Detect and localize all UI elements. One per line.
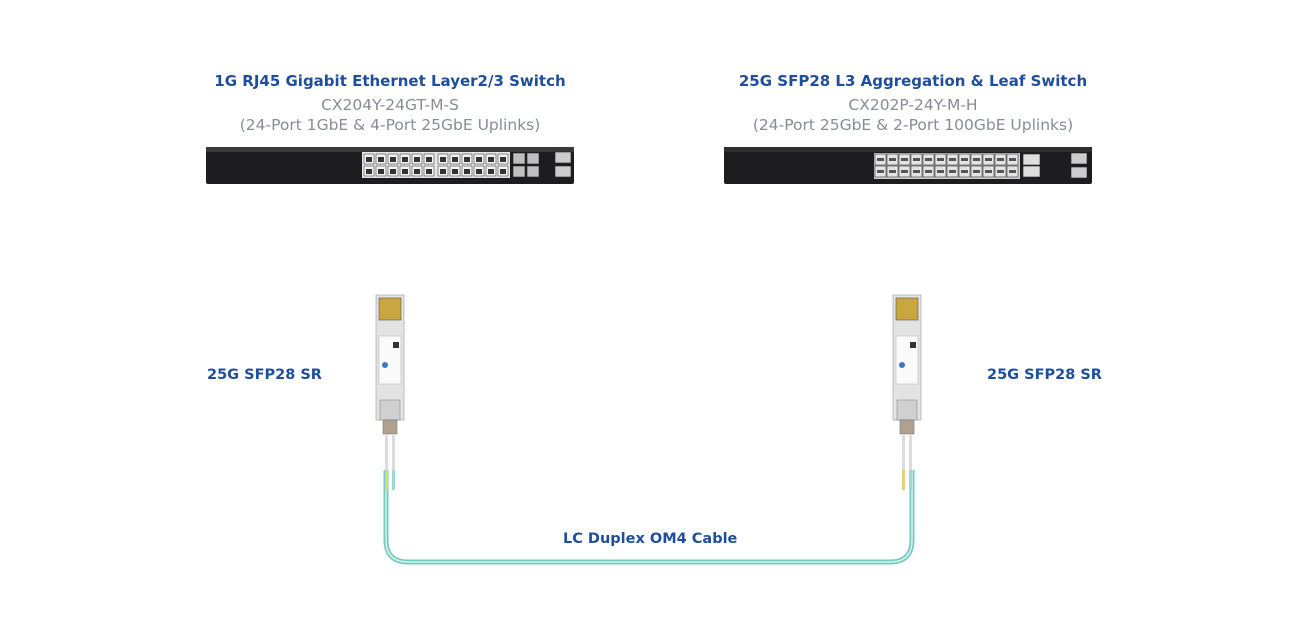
left-switch-model: CX204Y-24GT-M-S bbox=[321, 96, 459, 114]
sfp28-port bbox=[512, 152, 526, 165]
qsfp28-port bbox=[1022, 165, 1041, 178]
left-transceiver-image bbox=[375, 294, 405, 490]
console-port bbox=[1070, 152, 1088, 165]
right-transceiver-image bbox=[892, 294, 922, 490]
right-switch-image bbox=[724, 147, 1092, 184]
left-switch-title: 1G RJ45 Gigabit Ethernet Layer2/3 Switch bbox=[214, 72, 566, 90]
right-switch-title: 25G SFP28 L3 Aggregation & Leaf Switch bbox=[738, 72, 1088, 90]
lc-duplex-cable bbox=[383, 470, 915, 565]
cable-label: LC Duplex OM4 Cable bbox=[563, 531, 738, 547]
mgmt-port bbox=[1070, 166, 1088, 179]
console-port bbox=[554, 151, 572, 164]
right-transceiver-label: 25G SFP28 SR bbox=[987, 367, 1102, 383]
left-switch-ports: (24-Port 1GbE & 4-Port 25GbE Uplinks) bbox=[239, 116, 541, 134]
left-switch-image bbox=[206, 147, 574, 184]
mgmt-port bbox=[554, 165, 572, 178]
right-switch-model: CX202P-24Y-M-H bbox=[848, 96, 978, 114]
right-switch-ports: (24-Port 25GbE & 2-Port 100GbE Uplinks) bbox=[752, 116, 1074, 134]
sfp28-port bbox=[512, 165, 526, 178]
qsfp28-port bbox=[1022, 153, 1041, 166]
left-transceiver-label: 25G SFP28 SR bbox=[207, 367, 322, 383]
sfp28-port bbox=[526, 152, 540, 165]
sfp28-port bbox=[526, 165, 540, 178]
